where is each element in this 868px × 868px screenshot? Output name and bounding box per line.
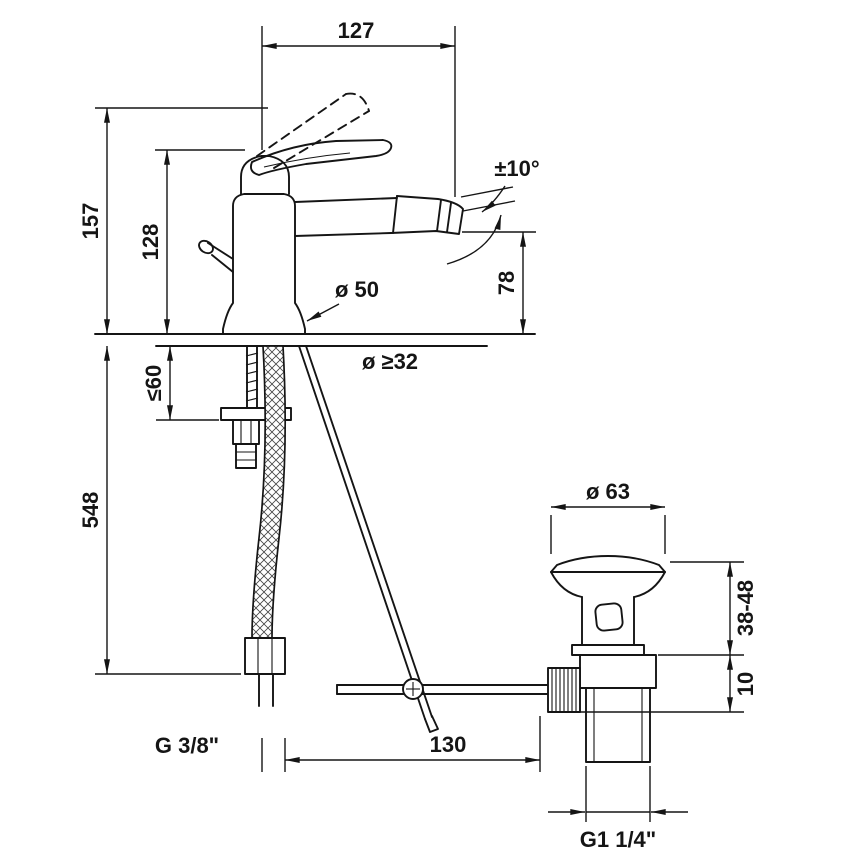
waste-tailpipe (585, 687, 651, 763)
dim-rod-spacing: 130 (261, 716, 541, 772)
dim-spout-reach: 127 (261, 18, 456, 197)
drain-assembly (547, 555, 666, 763)
base-diameter-label: ø 50 (335, 277, 379, 302)
dim-flange-diameter-label: ø 63 (586, 479, 630, 504)
label-supply-thread: G 3/8" (155, 733, 219, 758)
waste-flange-top (550, 555, 666, 573)
nozzle-outline (390, 195, 464, 235)
dim-waste-adjust-label: 38-48 (733, 580, 758, 636)
dim-swivel-angle-label: ±10° (494, 156, 539, 181)
waste-thread-label: G1 1/4" (580, 827, 656, 852)
body-outline (222, 193, 306, 335)
mounting-hardware (220, 345, 292, 469)
waste-locknut (579, 654, 657, 689)
lever-solid (249, 139, 393, 176)
dim-deck-thickness: ≤60 (141, 346, 219, 421)
dim-waste-adjust: 38-48 (658, 561, 758, 656)
faucet-handle (249, 92, 393, 176)
dim-height-max: 157 (78, 107, 268, 334)
mounting-nut (232, 419, 260, 445)
supply-thread-label: G 3/8" (155, 733, 219, 758)
rod-coupler (547, 667, 581, 713)
dim-spout-height-label: 78 (494, 271, 519, 295)
dim-height-body-label: 128 (138, 224, 163, 261)
cartridge-cap (240, 155, 290, 195)
label-base-diameter: ø 50 (306, 277, 379, 322)
dim-height-body: 128 (138, 149, 245, 334)
dim-swivel-angle: ±10° (446, 156, 540, 265)
hose-nut (244, 637, 286, 675)
dimensions: 127 157 128 ≤60 548 78 ±10° (78, 18, 758, 852)
base-diameter-leader (306, 303, 340, 322)
dim-waste-offset-label: 10 (733, 672, 758, 696)
rod-foot (424, 715, 439, 733)
dim-waste-offset: 10 (548, 655, 758, 713)
supply-hose (244, 345, 287, 707)
swivel-arc-lower (446, 214, 502, 265)
faucet-body (198, 155, 306, 335)
lever-detail-line (263, 152, 351, 168)
dim-spout-height: 78 (462, 231, 536, 334)
dim-height-max-label: 157 (78, 203, 103, 240)
dim-rod-spacing-label: 130 (430, 732, 467, 757)
dim-deck-thickness-label: ≤60 (141, 365, 166, 402)
pull-rod-knob (198, 239, 234, 273)
deck-lines (94, 333, 536, 347)
hole-diameter-label: ø ≥32 (362, 349, 418, 374)
waste-lower-flange (571, 644, 645, 656)
shank-fitting (235, 443, 257, 469)
dim-spout-reach-label: 127 (338, 18, 375, 43)
dim-flange-diameter: ø 63 (550, 479, 666, 554)
dim-waste-thread: G1 1/4" (548, 766, 688, 852)
dim-hose-length: 548 (78, 346, 241, 675)
faucet-spout (294, 195, 464, 237)
pop-up-rod (298, 345, 549, 733)
label-hole-diameter: ø ≥32 (362, 349, 418, 374)
handle-raised-outline (256, 92, 370, 169)
waste-window (594, 602, 624, 632)
dim-hose-length-label: 548 (78, 492, 103, 529)
